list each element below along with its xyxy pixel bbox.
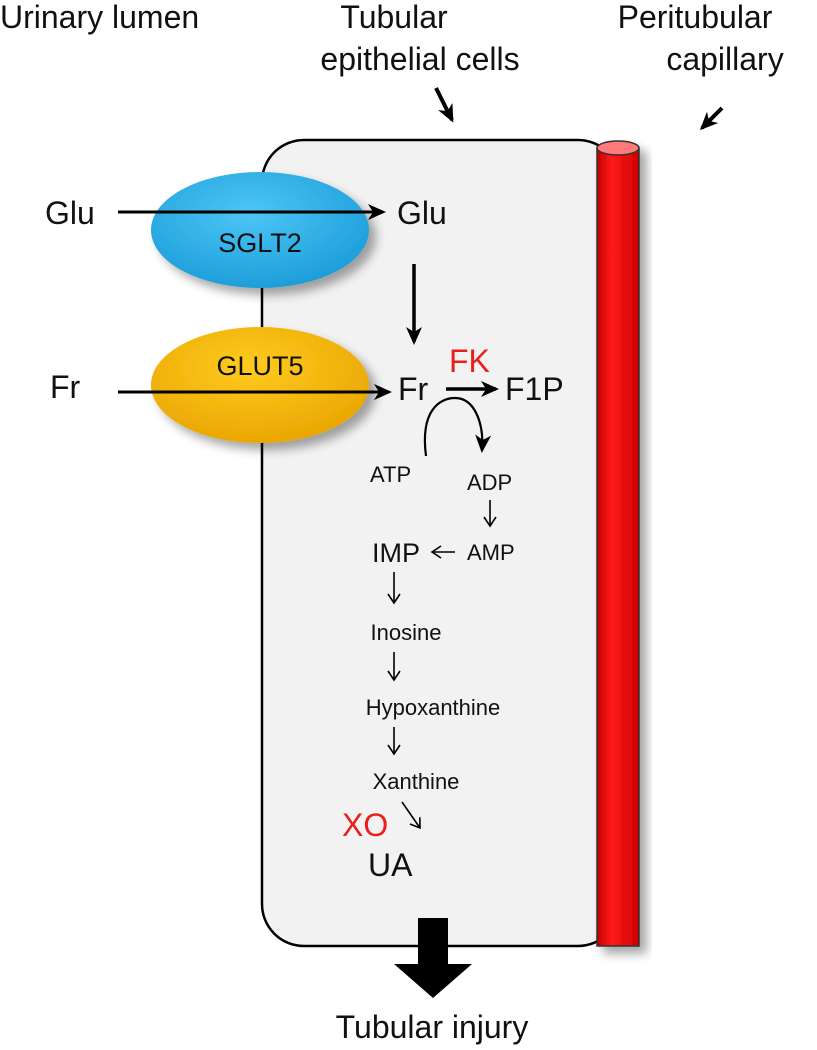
label-tubular-line1: Tubular [340, 0, 448, 35]
label-peritubular-line2: capillary [666, 41, 783, 77]
xanthine-to-ua-arrow [401, 801, 421, 830]
adp-label: ADP [467, 470, 512, 495]
glu-outside-label: Glu [45, 195, 95, 231]
atp-label: ATP [370, 462, 411, 487]
sglt2-transporter [151, 172, 369, 288]
f1p-label: F1P [505, 371, 564, 407]
glu-inside-label: Glu [397, 195, 447, 231]
label-urinary-lumen: Urinary lumen [0, 0, 199, 35]
sglt2-label: SGLT2 [218, 228, 302, 258]
xanthine-label: Xanthine [373, 769, 460, 794]
peritubular-capillary [596, 140, 640, 947]
tubular-injury-arrow [394, 918, 472, 998]
atp-to-adp-curved-arrow [423, 396, 492, 457]
glut5-transporter [151, 327, 369, 443]
xo-enzyme-label: XO [342, 807, 388, 843]
tubular-injury-label: Tubular injury [336, 1009, 529, 1045]
amp-label: AMP [467, 540, 515, 565]
fk-enzyme-label: FK [449, 343, 490, 379]
fr-outside-label: Fr [50, 369, 81, 405]
inosine-label: Inosine [371, 620, 442, 645]
imp-label: IMP [372, 538, 420, 568]
fr-inside-label: Fr [398, 371, 429, 407]
pointer-arrow-cells [434, 87, 454, 123]
label-tubular-line2: epithelial cells [320, 41, 519, 77]
hypoxanthine-label: Hypoxanthine [366, 695, 501, 720]
pointer-arrow-capillary [699, 106, 724, 131]
ua-label: UA [368, 847, 413, 883]
glut5-label: GLUT5 [216, 351, 303, 381]
label-peritubular-line1: Peritubular [618, 0, 773, 35]
